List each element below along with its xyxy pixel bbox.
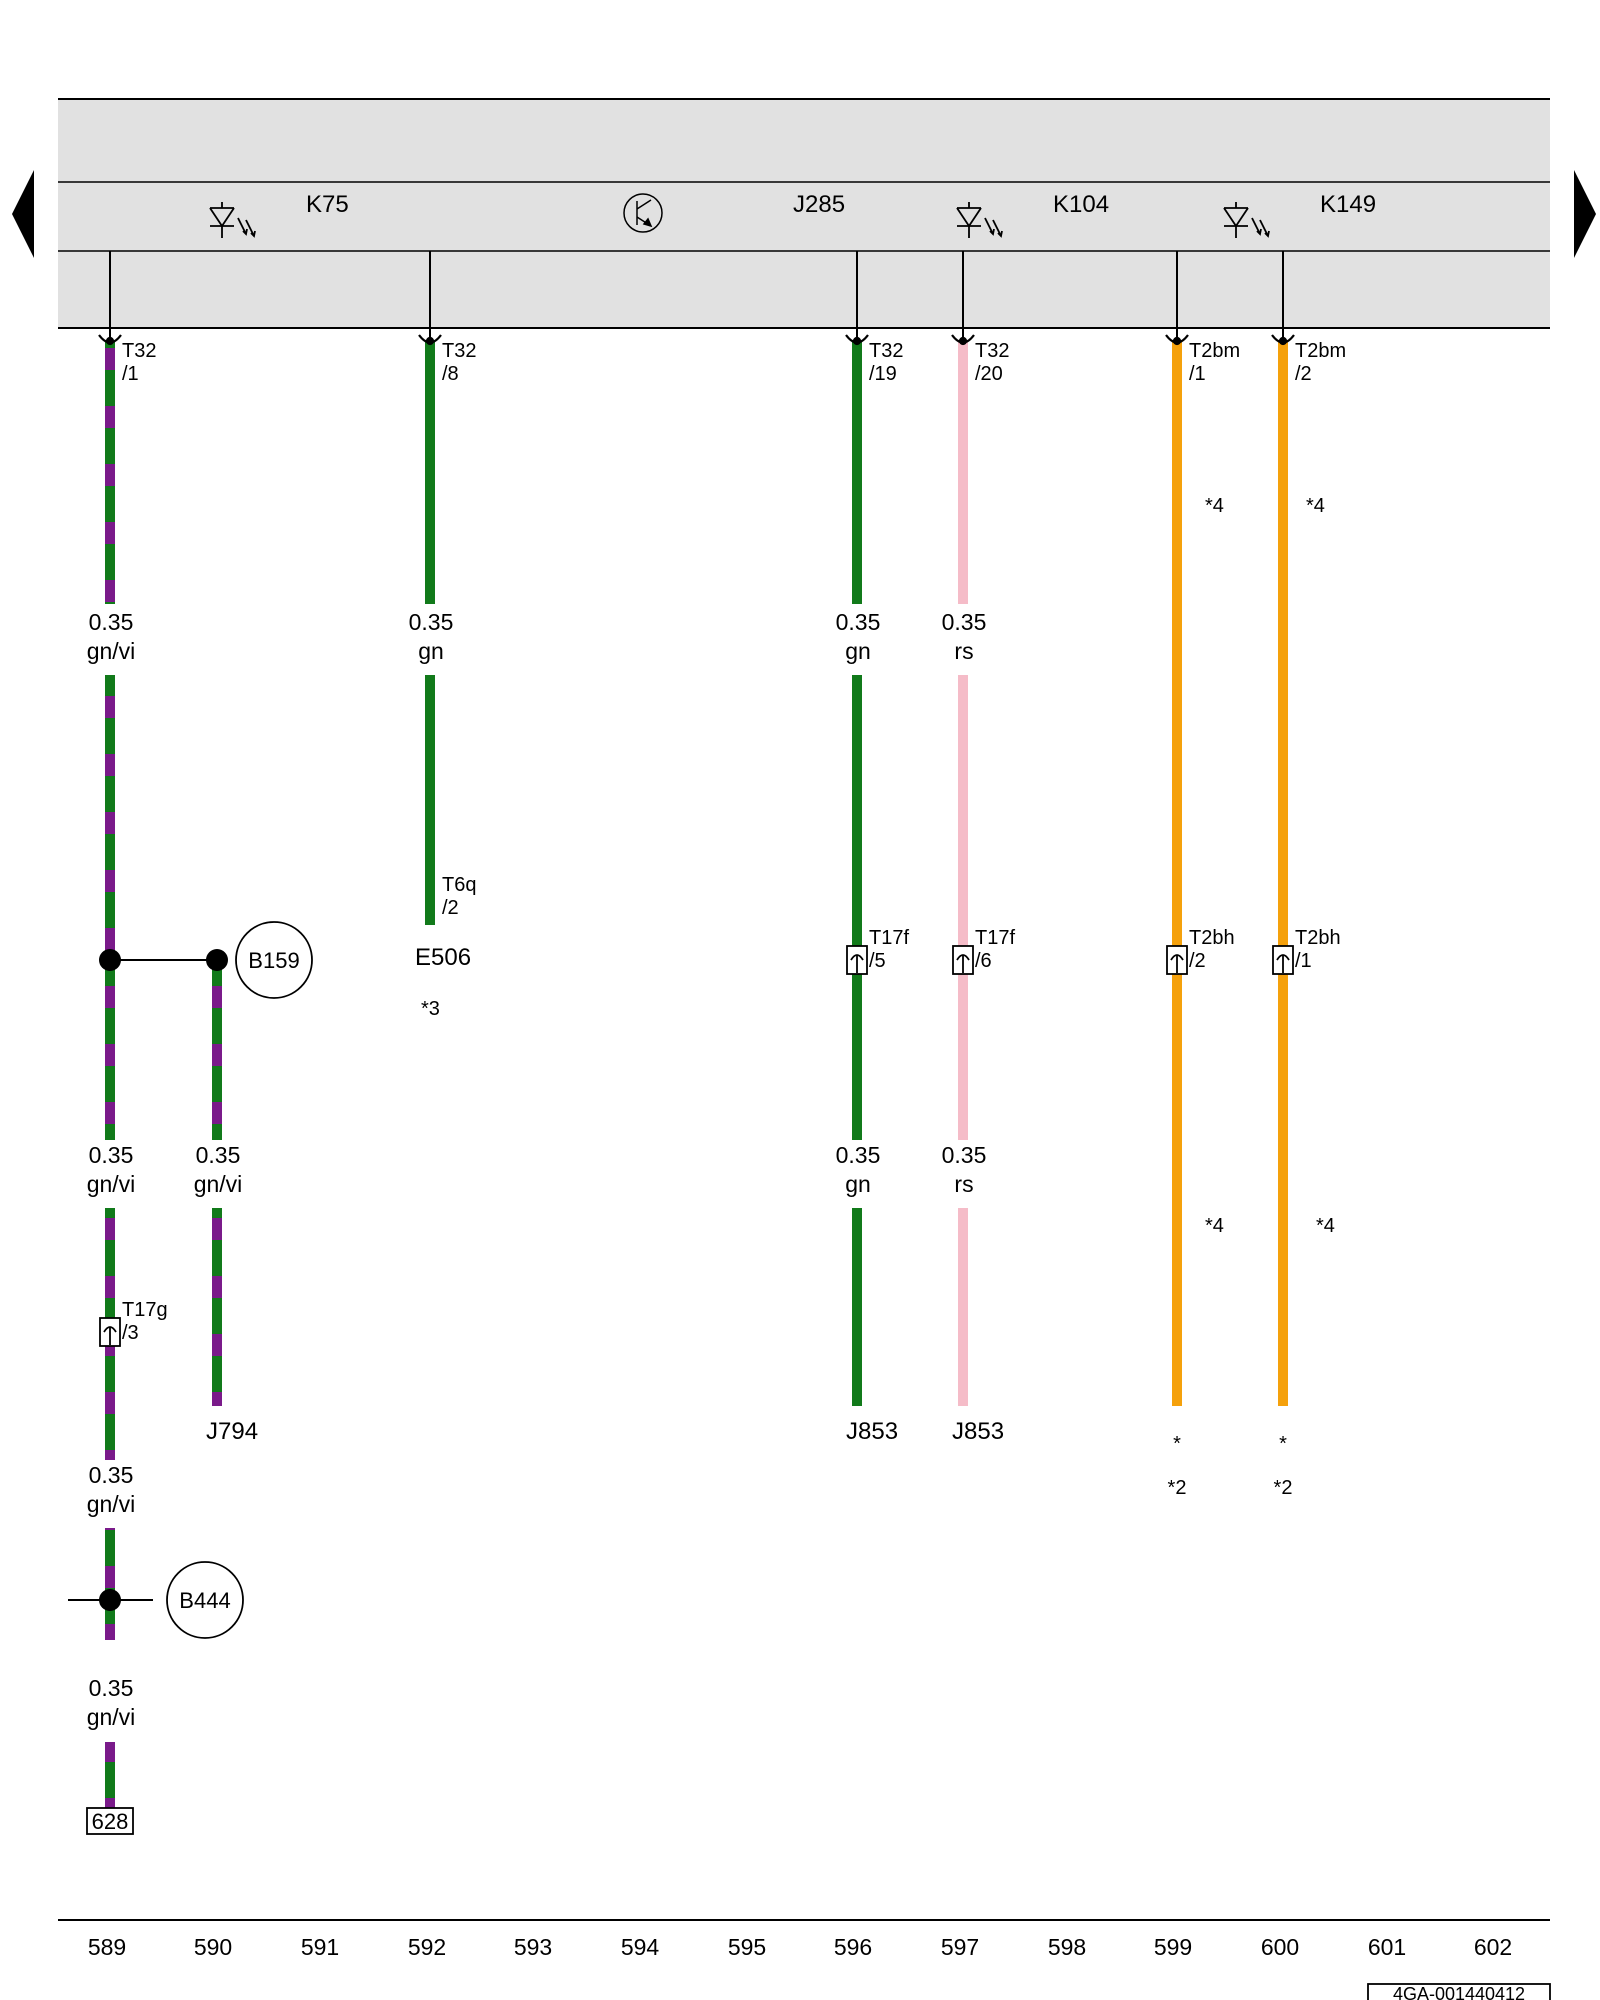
column-number: 600 [1261, 1934, 1299, 1960]
pin-label-t17f-5: T17f/5 [869, 927, 909, 972]
splice-b444[interactable]: B444 [68, 1561, 244, 1639]
component-e506-label: E506 [415, 944, 471, 971]
pin-label-t32-8: T32/8 [442, 340, 476, 385]
led-icon [1223, 202, 1270, 238]
document-id: 4GA-001440412 [1367, 1983, 1551, 2000]
component-j794-label: J794 [206, 1418, 258, 1445]
column-number: 590 [194, 1934, 232, 1960]
note-w5-top: *4 [1205, 495, 1224, 517]
pin-label-t32-1: T32/1 [122, 340, 156, 385]
column-number: 595 [728, 1934, 766, 1960]
led-icon [956, 202, 1003, 238]
wire-3-gn[interactable] [852, 341, 862, 1406]
column-number: 597 [941, 1934, 979, 1960]
component-k75-label: K75 [306, 191, 349, 218]
control-unit-band [58, 98, 1550, 329]
note-w5-bottom: *4 [1205, 1215, 1224, 1237]
led-icon [209, 202, 256, 238]
column-number: 601 [1368, 1934, 1406, 1960]
wire-5-or[interactable] [1172, 341, 1182, 1406]
inline-connector-icon [99, 945, 1294, 1347]
wire-6-or[interactable] [1278, 341, 1288, 1406]
reference-box-628[interactable]: 628 [86, 1807, 134, 1835]
column-number: 599 [1154, 1934, 1192, 1960]
page-prev-arrow-icon[interactable] [12, 170, 34, 258]
pin-label-t32-20: T32/20 [975, 340, 1009, 385]
splice-b444-label: B444 [179, 1588, 230, 1613]
connector-pin-icon [98, 334, 1295, 346]
page-next-arrow-icon[interactable] [1574, 170, 1596, 258]
pin-label-t2bm-2: T2bm/2 [1295, 340, 1346, 385]
pin-label-t2bm-1: T2bm/1 [1189, 340, 1240, 385]
column-number: 598 [1048, 1934, 1086, 1960]
component-j853-label: J853 [952, 1418, 1004, 1445]
splice-b159[interactable]: B159 [99, 921, 313, 999]
note-w5-star: * [1173, 1433, 1181, 1455]
component-j853-label: J853 [846, 1418, 898, 1445]
document-id-label: 4GA-001440412 [1393, 1984, 1525, 2000]
component-k149-label: K149 [1320, 191, 1376, 218]
note-w5-2: *2 [1168, 1477, 1187, 1499]
pin-label-t6q-2: T6q/2 [442, 874, 476, 919]
column-number: 591 [301, 1934, 339, 1960]
column-number: 602 [1474, 1934, 1512, 1960]
note-w6-bottom: *4 [1316, 1215, 1335, 1237]
band-connection-lines [109, 251, 1284, 337]
note-w6-2: *2 [1274, 1477, 1293, 1499]
pin-label-t32-19: T32/19 [869, 340, 903, 385]
column-number: 592 [408, 1934, 446, 1960]
component-k104-label: K104 [1053, 191, 1109, 218]
pin-label-t2bh-1: T2bh/1 [1295, 927, 1341, 972]
inline-connector-arrows [103, 954, 1290, 1345]
pin-label-t17f-6: T17f/6 [975, 927, 1015, 972]
wire-2-gn[interactable] [425, 341, 435, 925]
column-numbers: 589 590 591 592 593 594 595 596 597 598 … [88, 1934, 1512, 1960]
column-number: 594 [621, 1934, 660, 1960]
wire-4-rs[interactable] [958, 341, 968, 1406]
column-number: 589 [88, 1934, 126, 1960]
reference-box-label: 628 [92, 1809, 129, 1834]
pin-label-t17g-3: T17g/3 [122, 1299, 168, 1344]
component-j285-label: J285 [793, 191, 845, 218]
pin-label-t2bh-2: T2bh/2 [1189, 927, 1235, 972]
note-w6-star: * [1279, 1433, 1287, 1455]
wire-branch-gn-vi[interactable] [212, 960, 222, 1406]
column-number: 596 [834, 1934, 872, 1960]
column-number: 593 [514, 1934, 552, 1960]
note-w6-top: *4 [1306, 495, 1325, 517]
transistor-icon [623, 193, 663, 233]
note-e506: *3 [421, 998, 440, 1020]
splice-b159-label: B159 [248, 948, 299, 973]
